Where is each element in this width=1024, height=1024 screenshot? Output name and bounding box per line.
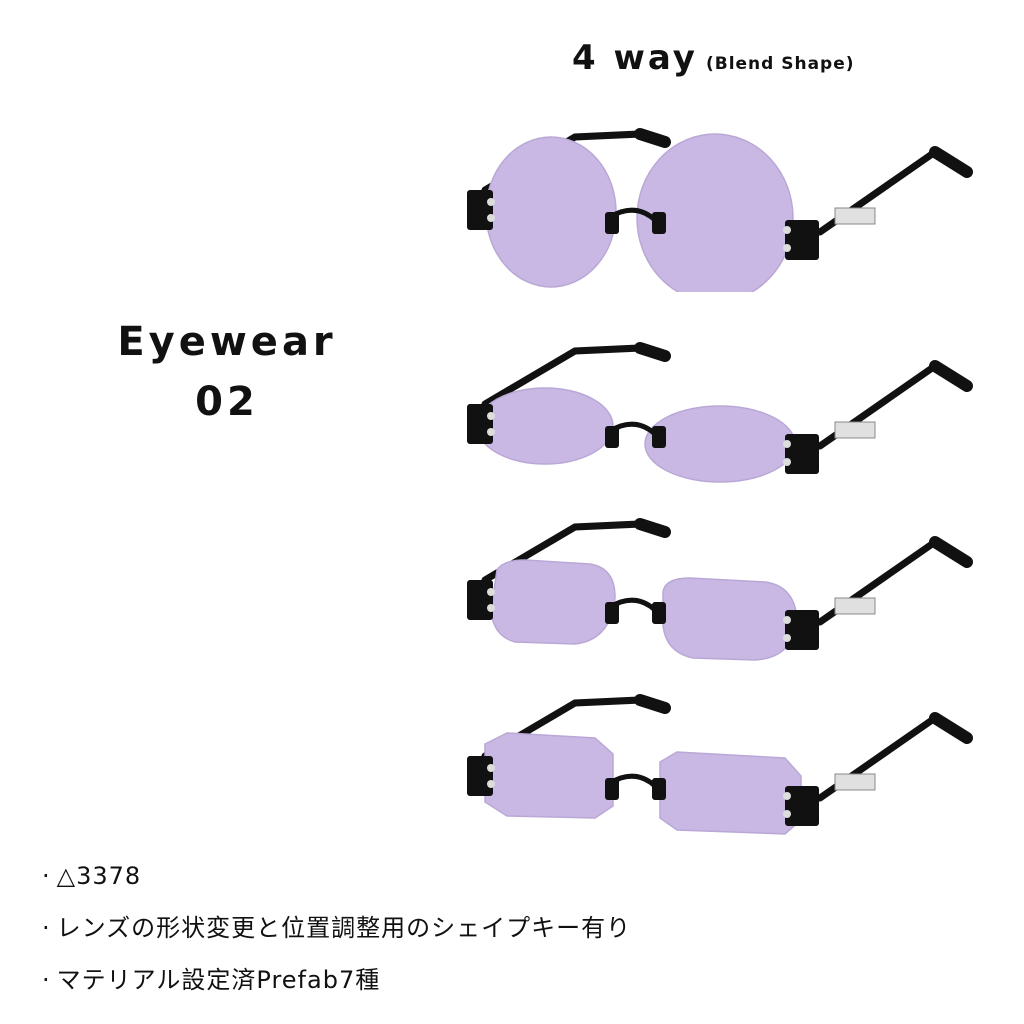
hinge-right <box>783 434 819 474</box>
header-title: 4 way (Blend Shape) <box>572 38 855 78</box>
lens-left <box>484 732 614 819</box>
product-name: Eyewear 02 <box>96 312 358 432</box>
lens-right <box>644 405 796 483</box>
spec-text: △3378 <box>56 862 142 890</box>
lens-right <box>662 577 798 661</box>
lens-right <box>659 751 802 835</box>
hinge-left <box>467 580 495 620</box>
eyewear-variant-rounded-rectangle <box>467 518 973 661</box>
bridge <box>605 207 666 234</box>
eyewear-variant-oval <box>467 342 973 483</box>
temple-accent <box>834 597 876 615</box>
spec-bullet: · <box>42 966 51 994</box>
hinge-right <box>783 220 819 260</box>
bridge <box>605 421 666 448</box>
lens-left <box>485 136 617 288</box>
spec-text: マテリアル設定済Prefab7種 <box>56 966 381 994</box>
spec-item-polycount: ·△3378 <box>42 850 631 902</box>
temple-accent <box>834 421 876 439</box>
hinge-right <box>783 610 819 650</box>
spec-text: レンズの形状変更と位置調整用のシェイプキー有り <box>56 914 632 942</box>
spec-list: ·△3378 ·レンズの形状変更と位置調整用のシェイプキー有り ·マテリアル設定… <box>42 850 631 1006</box>
title-text: 4 way <box>572 38 698 78</box>
lens-left <box>490 559 616 645</box>
subtitle-text: (Blend Shape) <box>705 54 855 74</box>
product-name-line1: Eyewear <box>117 319 337 365</box>
hinge-left <box>467 190 495 230</box>
spec-bullet: · <box>42 862 51 890</box>
lens-left <box>476 387 614 465</box>
bridge <box>605 597 666 624</box>
temple-accent <box>834 207 876 225</box>
product-name-line2: 02 <box>195 379 259 425</box>
spec-item-shape-keys: ·レンズの形状変更と位置調整用のシェイプキー有り <box>42 902 631 954</box>
eyewear-variant-round <box>467 128 973 292</box>
hinge-left <box>467 404 495 444</box>
eyewear-variant-octagon <box>467 694 973 835</box>
temple-accent <box>834 773 876 791</box>
spec-bullet: · <box>42 914 51 942</box>
hinge-left <box>467 756 495 796</box>
bridge <box>605 773 666 800</box>
spec-item-prefabs: ·マテリアル設定済Prefab7種 <box>42 954 631 1006</box>
lens-right <box>636 133 794 292</box>
hinge-right <box>783 786 819 826</box>
